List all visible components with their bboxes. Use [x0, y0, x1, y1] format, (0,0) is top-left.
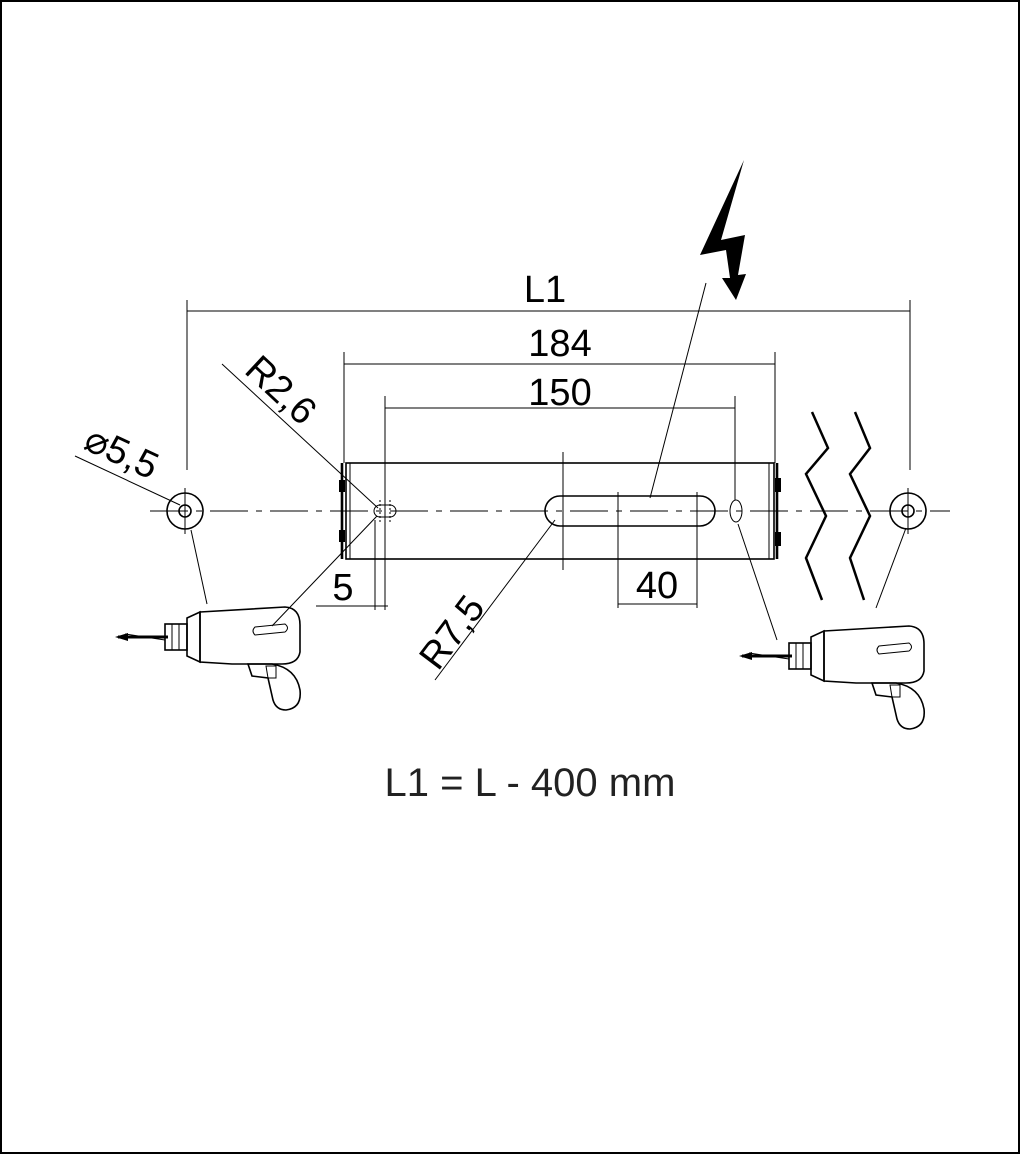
- dimension-150: 150: [384, 372, 736, 610]
- dimension-40: 40: [618, 565, 697, 607]
- leader-right-drill-hole: [875, 527, 907, 609]
- dimension-r26-label: R2,6: [237, 348, 324, 433]
- dimension-184: 184: [343, 323, 776, 463]
- wall-hole-right: [889, 488, 927, 534]
- leader-left-drill-slot: [271, 515, 378, 627]
- dimension-r75-label: R7,5: [412, 588, 494, 677]
- dimension-40-label: 40: [636, 565, 678, 607]
- leader-left-drill-hole: [190, 529, 208, 605]
- wall-break-icon: [804, 411, 872, 601]
- mounting-slot-small: [373, 500, 397, 522]
- wall-hole-left: [166, 488, 204, 534]
- dimension-l1: L1: [186, 269, 911, 470]
- dimension-150-label: 150: [528, 372, 591, 414]
- dimension-r26: R2,6: [221, 348, 379, 509]
- drill-icon: [739, 625, 926, 730]
- dimension-184-label: 184: [528, 323, 591, 365]
- mounting-slot-large: [544, 452, 716, 608]
- length-formula: L1 = L - 400 mm: [385, 761, 676, 805]
- dimension-diameter: ⌀5,5: [74, 418, 181, 506]
- tube-body: [339, 462, 781, 560]
- leader-right-drill-oval: [737, 523, 778, 641]
- dimension-5-label: 5: [332, 567, 353, 609]
- lightning-icon: [649, 160, 746, 499]
- dimension-5: 5: [316, 520, 388, 610]
- drill-icon: [115, 606, 302, 711]
- dimension-r75: R7,5: [412, 519, 556, 681]
- dimension-l1-label: L1: [524, 269, 566, 311]
- mounting-hole-oval: [729, 499, 743, 523]
